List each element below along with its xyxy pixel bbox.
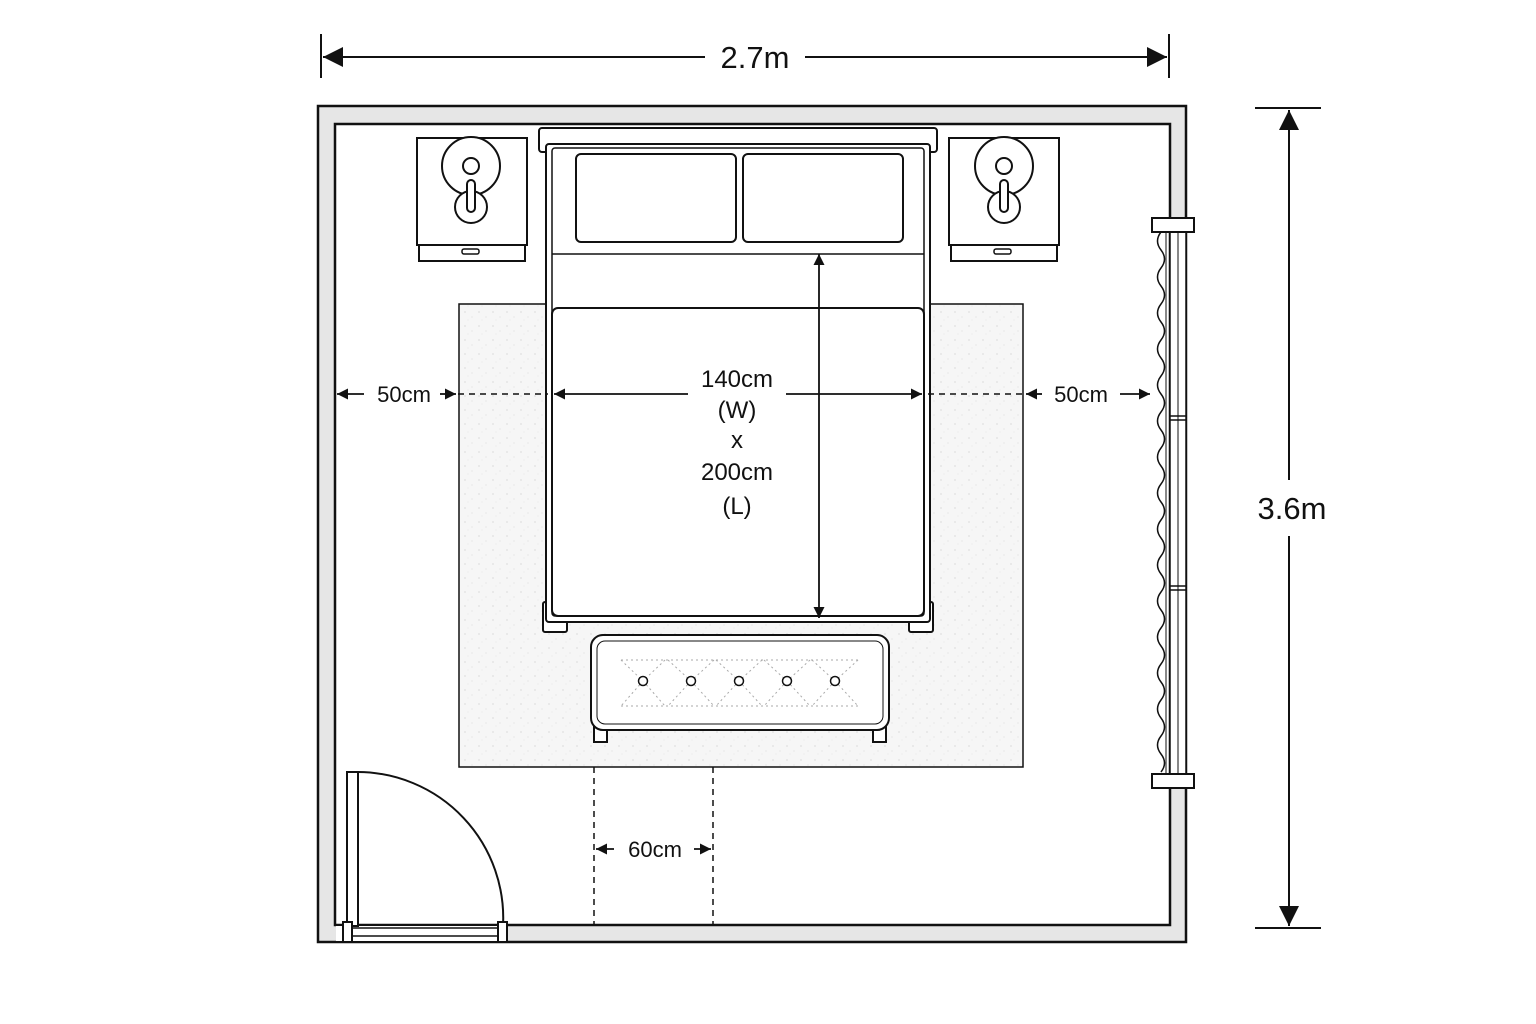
door-swing-arc — [357, 771, 505, 927]
pillow-left — [575, 153, 737, 243]
curtain-rod-end-top — [1151, 217, 1195, 233]
bench-tufting-buttons — [637, 675, 841, 687]
bed-width-value: 140cm — [701, 366, 773, 393]
right-clearance-label: 50cm — [1054, 382, 1108, 407]
table-lamp-left-icon — [441, 136, 501, 224]
door — [336, 771, 508, 943]
foot-clearance-guides — [593, 767, 714, 924]
bed-length-value: 200cm — [701, 459, 773, 486]
window-with-curtain — [1151, 217, 1195, 789]
curtain-icon — [1156, 231, 1166, 773]
bed-duvet — [551, 307, 925, 617]
bed-width-tag: (W) — [718, 397, 757, 424]
room-length-label: 3.6m — [1258, 491, 1327, 526]
bed — [538, 127, 938, 633]
bed-length-tag: (L) — [722, 493, 751, 520]
pillow-right — [742, 153, 904, 243]
left-clearance-label: 50cm — [377, 382, 431, 407]
door-leaf — [346, 771, 359, 927]
table-lamp-right-icon — [974, 136, 1034, 224]
room-length-dimension: 3.6m — [1255, 107, 1327, 929]
bed-times-symbol: x — [731, 427, 743, 454]
nightstand-right — [948, 136, 1060, 262]
room-width-dimension: 2.7m — [320, 34, 1170, 78]
right-clearance-dimension: 50cm — [1026, 382, 1150, 407]
bed-size-label: 140cm (W) x 200cm (L) — [701, 366, 773, 520]
bench — [590, 634, 890, 743]
room-walls — [316, 104, 1188, 944]
room-width-label: 2.7m — [721, 40, 790, 75]
nightstand-left — [416, 136, 528, 262]
foot-clearance-label: 60cm — [628, 837, 682, 862]
curtain-rod-end-bottom — [1151, 773, 1195, 789]
left-clearance-dimension: 50cm — [337, 382, 456, 407]
foot-clearance-dimension: 60cm — [596, 837, 711, 862]
